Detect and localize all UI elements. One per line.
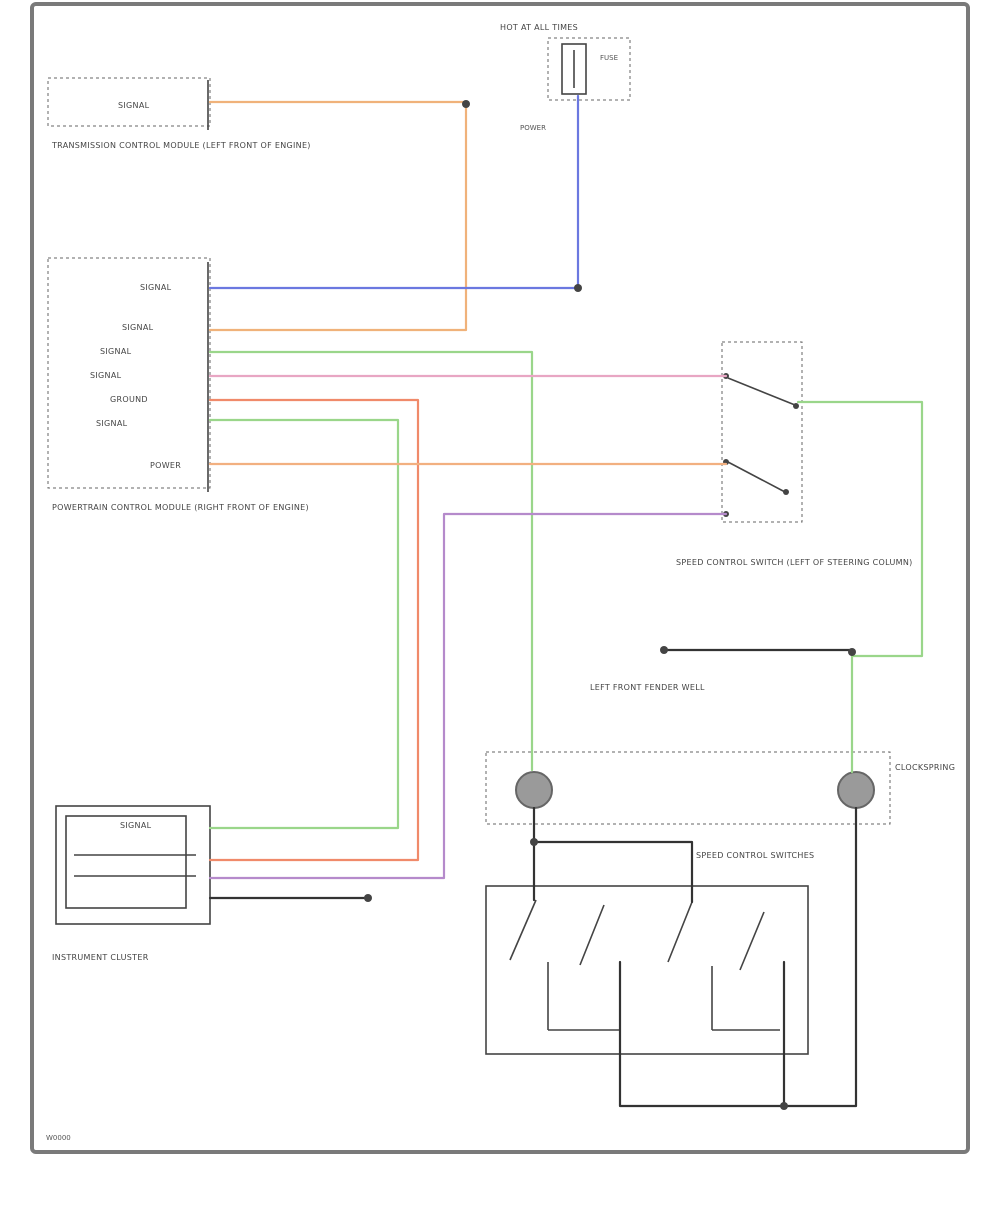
switch-module-label: SPEED CONTROL SWITCH (LEFT OF STEERING C… bbox=[676, 558, 913, 567]
ground-note: LEFT FRONT FENDER WELL bbox=[590, 683, 705, 692]
top-junction-label: POWER bbox=[520, 124, 546, 132]
clockspring-label: CLOCKSPRING bbox=[895, 763, 955, 772]
cluster-pin-label: SIGNAL bbox=[120, 821, 152, 830]
wire-red-orange bbox=[208, 398, 420, 862]
pcm-pin-2: SIGNAL bbox=[122, 323, 154, 332]
tcm-block: SIGNAL TRANSMISSION CONTROL MODULE (LEFT… bbox=[47, 77, 311, 150]
tcm-module-label: TRANSMISSION CONTROL MODULE (LEFT FRONT … bbox=[51, 141, 311, 150]
pcm-pin-7: POWER bbox=[150, 461, 181, 470]
pcm-pin-6: SIGNAL bbox=[96, 419, 128, 428]
steering-switch-label: SPEED CONTROL SWITCHES bbox=[696, 851, 814, 860]
wire-tcm-signal bbox=[208, 100, 468, 332]
steering-wheel-switches: SPEED CONTROL SWITCHES bbox=[485, 851, 814, 1055]
wire-clock-right bbox=[618, 806, 858, 1108]
instr-module-label: INSTRUMENT CLUSTER bbox=[52, 953, 149, 962]
wire-purple bbox=[208, 512, 728, 880]
wire-green-right bbox=[796, 400, 924, 774]
pcm-pin-1: SIGNAL bbox=[140, 283, 172, 292]
pcm-module-label: POWERTRAIN CONTROL MODULE (RIGHT FRONT O… bbox=[52, 503, 309, 512]
instrument-cluster: SIGNAL INSTRUMENT CLUSTER bbox=[52, 805, 211, 962]
power-distribution-label: HOT AT ALL TIMES bbox=[500, 23, 578, 32]
wire-green-1 bbox=[208, 350, 534, 772]
wire-clock-to-sw bbox=[532, 840, 694, 904]
pcm-block: SIGNAL SIGNAL SIGNAL SIGNAL GROUND SIGNA… bbox=[47, 257, 309, 512]
fuse-label: FUSE bbox=[600, 54, 618, 62]
clockspring: CLOCKSPRING LEFT FRONT FENDER WELL bbox=[485, 683, 955, 825]
speed-control-switch: SPEED CONTROL SWITCH (LEFT OF STEERING C… bbox=[676, 341, 913, 567]
wire-green-2 bbox=[208, 418, 400, 830]
page-code: W0000 bbox=[46, 1134, 71, 1142]
pcm-pin-4: SIGNAL bbox=[90, 371, 122, 380]
pcm-pin-5: GROUND bbox=[110, 395, 148, 404]
tcm-pin-label: SIGNAL bbox=[118, 101, 150, 110]
pcm-pin-3: SIGNAL bbox=[100, 347, 132, 356]
power-distribution-block: HOT AT ALL TIMES FUSE POWER bbox=[500, 23, 631, 132]
diagram-frame bbox=[30, 2, 970, 1154]
